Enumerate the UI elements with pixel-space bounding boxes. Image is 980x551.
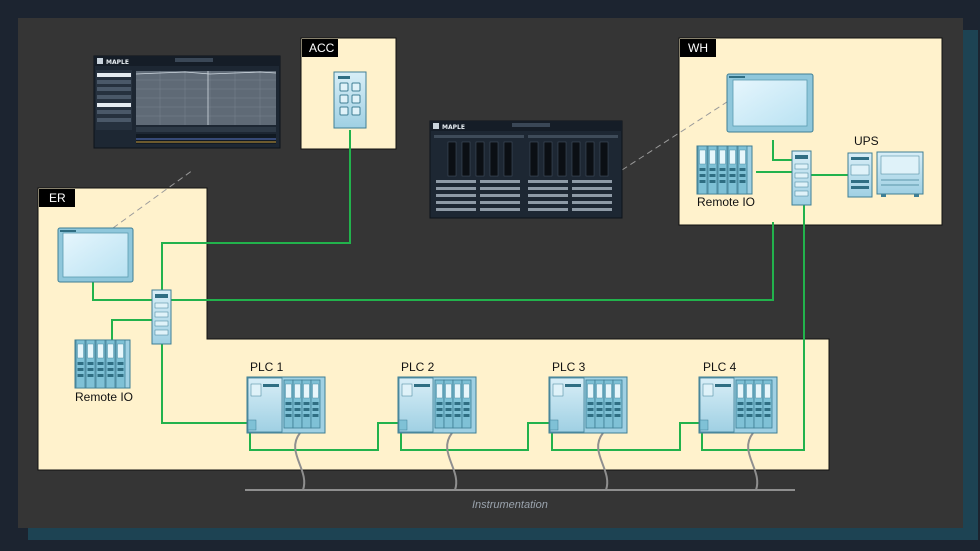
- bargraph-screen-thumbnail: MAPLE: [429, 120, 623, 219]
- wireless-link-wh: [621, 99, 731, 171]
- zone-tag-er: ER: [39, 189, 75, 207]
- plc-2-label: PLC 2: [401, 360, 435, 374]
- zone-tag-wh: WH: [680, 39, 716, 57]
- zone-label-er: ER: [49, 191, 66, 205]
- plc-3-rack: [548, 376, 628, 434]
- trend-screen-logo: MAPLE: [106, 59, 129, 66]
- network-lines: [92, 130, 848, 451]
- zone-label-wh: WH: [688, 41, 708, 55]
- wireless-link-er: [112, 169, 194, 229]
- wh-hmi-panel: [726, 73, 814, 133]
- plc-1-rack: [246, 376, 326, 434]
- plc-2-rack: [397, 376, 477, 434]
- ups-label: UPS: [854, 134, 879, 148]
- er-network-switch: [151, 289, 172, 345]
- plc-4-label: PLC 4: [703, 360, 737, 374]
- instrumentation-drops: [294, 432, 759, 491]
- acc-keypad-device: [333, 71, 367, 129]
- er-remote-io-rack: [74, 339, 131, 389]
- zone-label-acc: ACC: [309, 41, 335, 55]
- ups-device: [847, 151, 924, 198]
- trend-screen-thumbnail: MAPLE: [93, 55, 281, 149]
- zone-er: [37, 187, 830, 471]
- plc-4-rack: [698, 376, 778, 434]
- er-hmi-panel: [57, 227, 134, 283]
- instrumentation-label: Instrumentation: [472, 499, 548, 511]
- wh-remote-io-rack: [696, 145, 753, 195]
- wh-network-switch: [791, 150, 812, 206]
- bargraph-screen-logo: MAPLE: [442, 124, 465, 131]
- plc-1-label: PLC 1: [250, 360, 284, 374]
- wh-remote-io-label: Remote IO: [697, 195, 755, 209]
- er-remote-io-label: Remote IO: [75, 390, 133, 404]
- zone-tag-acc: ACC: [302, 39, 338, 57]
- plc-3-label: PLC 3: [552, 360, 586, 374]
